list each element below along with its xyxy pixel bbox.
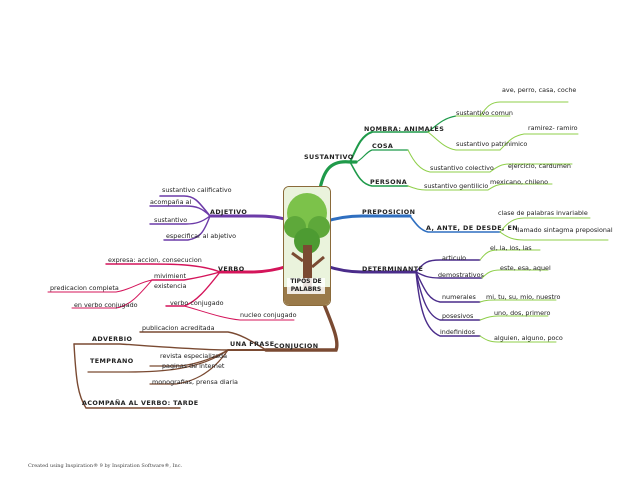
node-sustantivo[interactable]: sustantivo: [154, 216, 188, 224]
footer-credit: Created using Inspiration® 9 by Inspirat…: [28, 463, 183, 469]
node-monografias[interactable]: monografias, prensa diaria: [152, 378, 238, 386]
node-ejercicio[interactable]: ejercicio, cardumen: [508, 162, 571, 170]
node-sustantivo-patrinimico[interactable]: sustantivo patrinimico: [456, 140, 528, 148]
node-acompana-al[interactable]: acompaña al: [150, 198, 192, 206]
node-mexicano[interactable]: mexicano, chileno: [490, 178, 549, 186]
node-alguien[interactable]: alguien, alguno, poco: [494, 334, 563, 342]
node-demostrativos[interactable]: demostrativos: [438, 271, 484, 279]
node-publicacion-acreditada[interactable]: publicacion acreditada: [142, 324, 215, 332]
node-movimiento[interactable]: mivimient: [154, 272, 187, 280]
node-verbo-conjugado[interactable]: verbo conjugado: [170, 299, 224, 307]
node-el-la-los[interactable]: el, la, los, las: [490, 244, 532, 252]
node-especificar-abjetivo[interactable]: especificar al abjetivo: [166, 232, 237, 240]
node-persona[interactable]: PERSONA: [370, 178, 408, 186]
node-acompana-al-verbo-tarde[interactable]: ACOMPAÑA AL VERBO: TARDE: [82, 399, 199, 407]
node-expresa[interactable]: expresa: accion, consecucion: [108, 256, 202, 264]
node-adverbio[interactable]: ADVERBIO: [92, 335, 133, 343]
node-mi-tu-su[interactable]: mi, tu, su, mio, nuestro: [486, 293, 561, 301]
node-sustantivo-calificativo[interactable]: sustantivo calificativo: [162, 186, 232, 194]
conjucion-connectors: [73, 292, 339, 409]
node-sustantivo-gentilicio[interactable]: sustantivo gentilicio: [424, 182, 489, 190]
node-ave-perro[interactable]: ave, perro, casa, coche: [502, 86, 577, 94]
node-sustantivo-comun[interactable]: sustantivo comun: [456, 109, 513, 117]
node-nucleo-conjugado[interactable]: nucleo conjugado: [240, 311, 297, 319]
sustantivo-connectors: [316, 101, 579, 202]
node-a-ante-de[interactable]: A, ANTE, DE DESDE, EN: [426, 224, 518, 232]
topic-adjetivo[interactable]: ADJETIVO: [210, 208, 248, 216]
node-este-esa[interactable]: este, esa, aquel: [500, 264, 551, 272]
node-numerales[interactable]: numerales: [442, 293, 476, 301]
node-revista-especializada[interactable]: revista especializada: [160, 352, 228, 360]
verbo-connectors: [47, 263, 295, 321]
topic-preposicion[interactable]: PREPOSICION: [362, 208, 416, 216]
topic-verbo[interactable]: VERBO: [218, 265, 245, 273]
node-articulo[interactable]: articulo: [442, 254, 467, 262]
node-predicacion-completa[interactable]: predicacion completa: [50, 284, 119, 292]
topic-determinante[interactable]: DETERMINANTE: [362, 265, 424, 273]
node-en-verbo-conjugado[interactable]: en verbo conjugado: [74, 301, 138, 309]
node-nombra-animales[interactable]: NOMBRA: ANIMALES: [364, 125, 445, 133]
node-existencia[interactable]: existencia: [154, 282, 187, 290]
node-sintagma[interactable]: llamado sintagma preposional: [516, 226, 613, 234]
node-cosa[interactable]: COSA: [372, 142, 394, 150]
central-topic-label[interactable]: TIPOS DE PALABRS: [287, 278, 325, 294]
node-indefinidos[interactable]: indefinidos: [440, 328, 475, 336]
node-paginas-internet[interactable]: paginas de internet: [162, 362, 225, 370]
node-una-frase[interactable]: UNA FRASE: [230, 340, 275, 348]
topic-conjucion[interactable]: CONJUCION: [274, 342, 319, 350]
node-clase-invariable[interactable]: clase de palabras invariable: [498, 209, 588, 217]
node-uno-dos[interactable]: uno, dos, primero: [494, 309, 551, 317]
node-sustantivo-colectivo[interactable]: sustantivo colectivo: [430, 164, 494, 172]
node-ramirez[interactable]: ramirez- ramiro: [528, 124, 578, 132]
topic-sustantivo[interactable]: SUSTANTIVO: [304, 153, 354, 161]
node-posesivos[interactable]: posesivos: [442, 312, 474, 320]
node-temprano[interactable]: TEMPRANO: [90, 357, 134, 365]
